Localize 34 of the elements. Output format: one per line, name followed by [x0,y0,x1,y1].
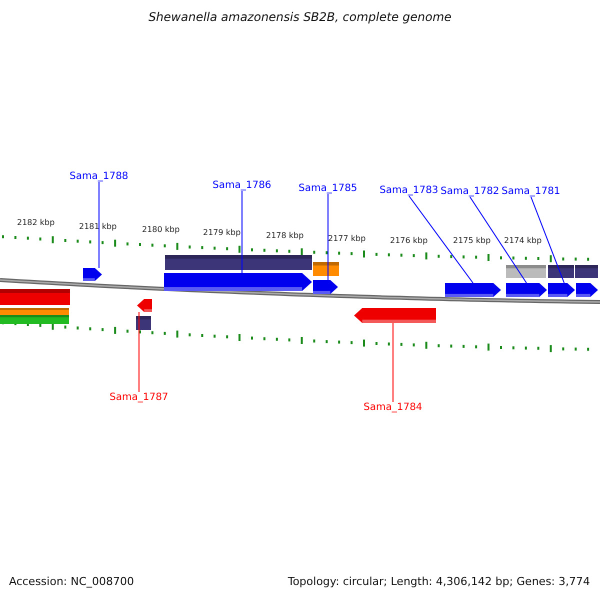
scale-label: 2176 kbp [390,236,428,245]
leader-line [392,322,394,402]
gene-label: Sama_1787 [110,392,168,403]
scale-label: 2174 kbp [504,236,542,245]
gene-label: Sama_1781 [502,186,560,197]
gene-label: Sama_1784 [364,402,422,413]
footer-text: Accession: NC_008700 [9,575,134,588]
gene-feature [354,308,436,323]
scale-label: 2181 kbp [79,222,117,231]
gene-feature [576,283,598,297]
scale-label: 2179 kbp [203,228,241,237]
leader-line [530,196,565,284]
leader-line [138,312,140,392]
gene-feature [548,283,575,297]
footer-text: Topology: circular; Length: 4,306,142 bp; Genes: 3,774 [288,575,590,588]
scale-label: 2177 kbp [328,234,366,243]
leader-line [98,182,100,268]
scale-label: 2180 kbp [142,225,180,234]
gene-label: Sama_1786 [212,180,272,191]
gene-feature [83,268,102,281]
scale-label: 2175 kbp [453,236,491,245]
gene-label: Sama_1783 [380,185,438,196]
leader-line [470,196,527,284]
gene-feature [137,299,152,312]
scale-label: 2178 kbp [266,231,304,240]
gene-feature [506,283,547,297]
gene-label: Sama_1785 [298,183,358,194]
chart-title: Shewanella amazonensis SB2B, complete genome [147,10,453,24]
gene-label: Sama_1788 [70,171,128,182]
gene-feature [313,280,338,294]
leader-line [408,196,474,284]
gene-feature [445,283,501,297]
scale-label: 2182 kbp [17,218,55,227]
gene-label: Sama_1782 [440,186,500,197]
